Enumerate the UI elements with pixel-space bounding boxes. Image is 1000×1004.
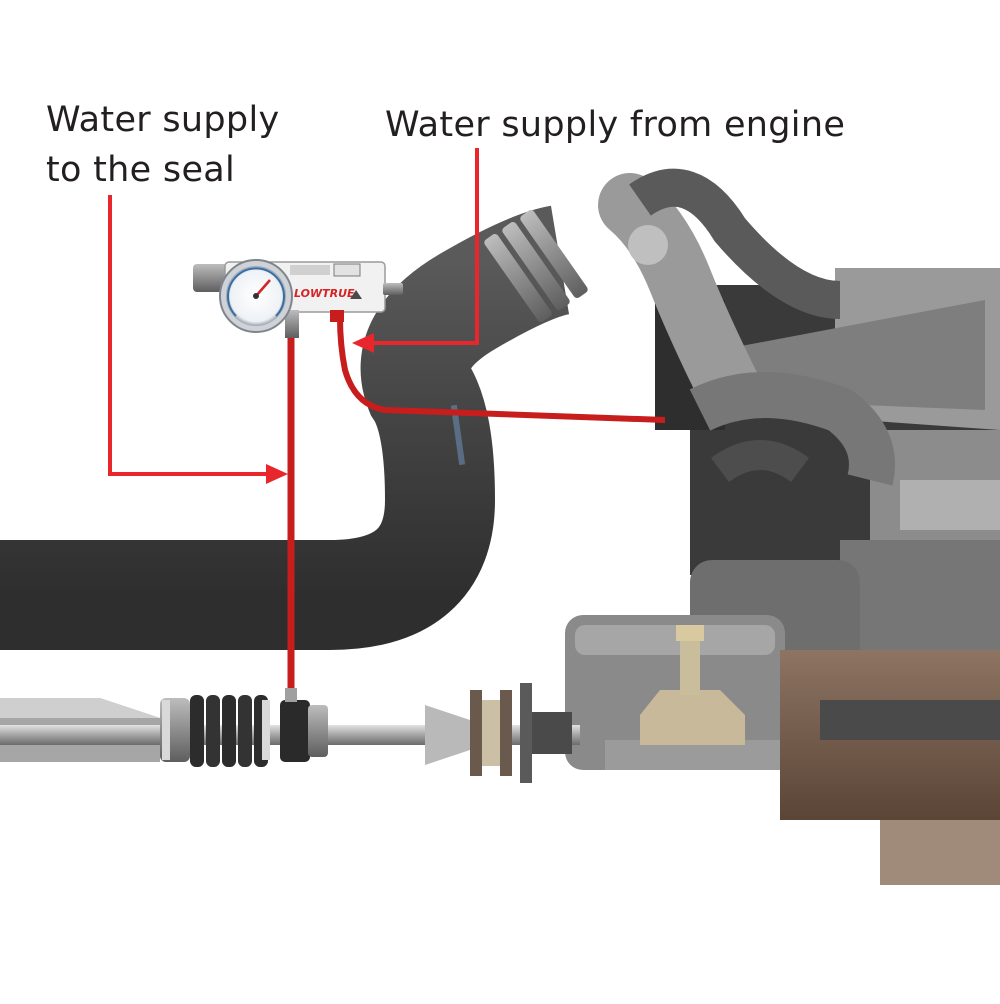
callout-seal-line-1: Water supply — [46, 100, 280, 140]
hose-clamp-band-2 — [502, 222, 570, 310]
callout-engine — [352, 148, 479, 353]
callout-seal — [108, 195, 288, 484]
propeller-shaft-assembly — [0, 683, 580, 783]
shaft-coupling — [425, 683, 572, 783]
coupling-spacer — [482, 700, 500, 766]
coupling-gearbox-flange — [520, 683, 532, 783]
callout-engine-text: Water supply from engine — [385, 105, 846, 145]
device-engine-port — [330, 310, 344, 322]
exhaust-hose — [0, 205, 588, 650]
arrow-left-icon — [352, 333, 374, 353]
elbow-cap — [628, 225, 668, 265]
water-hoses — [285, 317, 666, 702]
device-sight-window — [290, 265, 330, 275]
gearbox-output-shaft — [532, 712, 572, 754]
seal-hose-fitting — [285, 688, 297, 702]
engine-upper-hose — [629, 168, 842, 319]
coupling-flange-1 — [470, 690, 482, 776]
shaft-seal-collar — [308, 705, 328, 757]
engine-mount-foot — [880, 820, 1000, 885]
device-outlet-fitting — [383, 283, 403, 295]
seal-water-inlet-housing — [280, 700, 310, 762]
bellows-rib-1 — [190, 695, 204, 767]
gauge-needle — [255, 279, 271, 297]
device-inlet-fitting — [193, 264, 227, 292]
hose-clamp — [484, 210, 588, 322]
shaft-seal-bellows — [162, 695, 270, 767]
bellows-rib-3 — [222, 695, 236, 767]
engine-mount-block — [640, 690, 745, 745]
callout-seal-leader — [108, 195, 270, 476]
coupling-cone — [425, 705, 470, 765]
seal-clamp-left — [162, 700, 170, 760]
mount-nut — [676, 625, 704, 641]
marine-engine — [565, 168, 1000, 885]
callout-seal-text: Water supply to the seal — [46, 95, 279, 195]
engine-side-plate — [900, 480, 1000, 530]
flow-monitor-device: LOWTRUE — [193, 259, 403, 338]
engine-supply-hose — [337, 317, 666, 423]
device-label-plate — [333, 263, 361, 277]
callout-engine-leader — [370, 148, 479, 345]
engine-dark-band — [820, 700, 1000, 740]
device-seal-port — [285, 310, 299, 338]
pressure-gauge-icon — [219, 259, 293, 333]
gearbox-highlight — [575, 625, 775, 655]
mount-stud — [680, 640, 700, 695]
hose-label-stripe — [450, 404, 466, 466]
hose-clamp-band-3 — [520, 210, 588, 298]
device-brand-label: LOWTRUE — [294, 287, 355, 300]
seal-clamp-right — [262, 700, 270, 760]
gauge-pivot — [253, 293, 259, 299]
engine-manifold — [689, 372, 895, 486]
callout-seal-line-2: to the seal — [46, 150, 236, 190]
stern-tube-bracket-top — [0, 698, 160, 718]
exhaust-elbow — [598, 173, 762, 422]
engine-lower-hose — [711, 440, 809, 483]
arrow-right-icon — [266, 464, 288, 484]
coupling-flange-2 — [500, 690, 512, 776]
bellows-rib-2 — [206, 695, 220, 767]
bellows-rib-4 — [238, 695, 252, 767]
hose-clamp-band-1 — [484, 234, 552, 322]
gauge-scale — [227, 267, 285, 317]
device-warning-icon — [350, 290, 362, 299]
exhaust-hose-body — [0, 205, 572, 650]
